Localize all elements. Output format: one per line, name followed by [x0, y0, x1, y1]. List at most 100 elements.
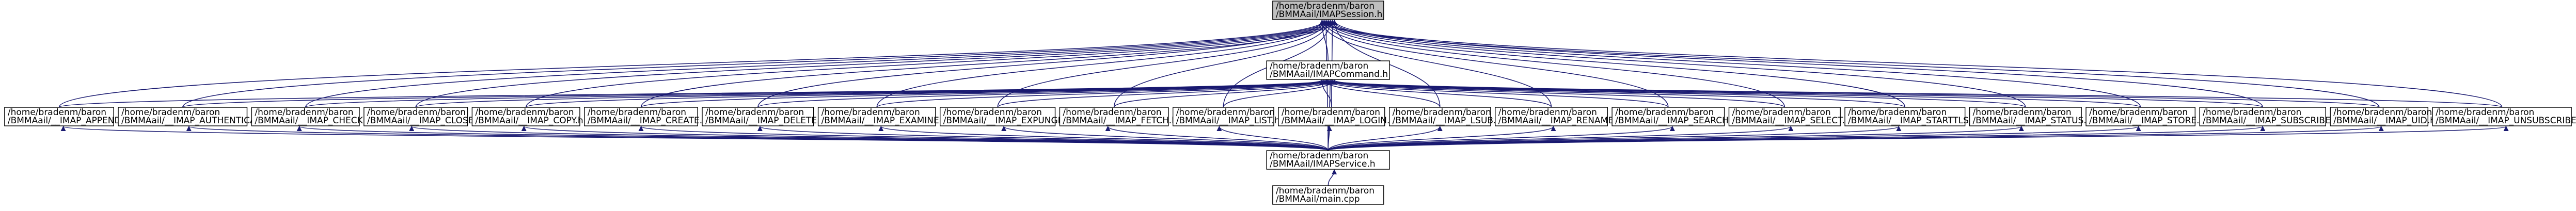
node-main[interactable]: /home/bradenm/baron/BMMAail/main.cpp [1272, 185, 1384, 205]
edge-service-to-list [1216, 126, 1329, 151]
node-unsubscribe-box [2432, 107, 2572, 126]
edge-service-to-create [639, 126, 1329, 151]
node-fetch[interactable]: /home/bradenm/baron/BMMAail/__IMAP_FETCH… [1059, 107, 1177, 126]
node-close[interactable]: /home/bradenm/baron/BMMAail/__IMAP_CLOSE… [364, 107, 482, 126]
edge-main-to-service [1327, 169, 1337, 186]
edge-service-to-search [1327, 126, 1675, 151]
edge-close-to-session [415, 20, 1333, 108]
edge-service-to-lsub [1327, 126, 1443, 151]
edge-service-to-store [1327, 126, 2141, 151]
node-store-label-line-1: /home/bradenm/baron [2089, 107, 2188, 118]
edge-service-to-copy [521, 126, 1329, 151]
node-search-box [1611, 107, 1725, 126]
node-lsub-label-line-2: /BMMAail/__IMAP_LSUB.h [1393, 116, 1502, 126]
node-search[interactable]: /home/bradenm/baron/BMMAail/__IMAP_SEARC… [1611, 107, 1737, 126]
edge-service-to-login [1326, 126, 1332, 151]
node-unsubscribe-label-line-1: /home/bradenm/baron [2436, 107, 2534, 118]
edge-select-to-command [1327, 79, 1785, 108]
node-unsubscribe[interactable]: /home/bradenm/baron/BMMAail/__IMAP_UNSUB… [2432, 107, 2576, 126]
node-delete-label-line-1: /home/bradenm/baron [705, 107, 804, 118]
node-session[interactable]: /home/bradenm/baron/BMMAail/IMAPSession.… [1272, 1, 1384, 20]
node-copy-label-line-2: /BMMAail/__IMAP_COPY.h [475, 116, 583, 126]
node-status[interactable]: /home/bradenm/baron/BMMAail/__IMAP_STATU… [1969, 107, 2092, 126]
edge-copy-to-session [525, 20, 1335, 108]
node-close-box [364, 107, 468, 126]
node-lsub[interactable]: /home/bradenm/baron/BMMAail/__IMAP_LSUB.… [1388, 107, 1502, 126]
node-search-label-line-1: /home/bradenm/baron [1615, 107, 1714, 118]
node-create-label-line-1: /home/bradenm/baron [588, 107, 686, 118]
node-copy[interactable]: /home/bradenm/baron/BMMAail/__IMAP_COPY.… [471, 107, 583, 126]
node-command-label-line-2: /BMMAail/IMAPCommand.h [1270, 69, 1388, 79]
node-status-label-line-1: /home/bradenm/baron [1973, 107, 2072, 118]
node-command-box [1266, 60, 1390, 80]
edge-service-to-starttls [1327, 126, 1901, 151]
node-starttls[interactable]: /home/bradenm/baron/BMMAail/__IMAP_START… [1844, 107, 1977, 126]
node-delete[interactable]: /home/bradenm/baron/BMMAail/__IMAP_DELET… [702, 107, 825, 126]
node-session-box [1272, 1, 1384, 20]
node-authenticate-box [118, 107, 248, 126]
node-close-label-line-1: /home/bradenm/baron [367, 107, 466, 118]
edge-service-to-subscribe [1327, 126, 2265, 151]
node-rename-box [1495, 107, 1608, 126]
node-append-box [4, 107, 114, 126]
node-starttls-label-line-2: /BMMAail/__IMAP_STARTTLS.h [1848, 116, 1977, 126]
node-uid-label-line-2: /BMMAail/__IMAP_UID.h [2333, 116, 2436, 126]
node-store[interactable]: /home/bradenm/baron/BMMAail/__IMAP_STORE… [2085, 107, 2205, 126]
node-examine[interactable]: /home/bradenm/baron/BMMAail/__IMAP_EXAMI… [817, 107, 947, 126]
edge-starttls-to-session [1325, 20, 1906, 108]
node-starttls-box [1844, 107, 1966, 126]
node-subscribe-label-line-1: /home/bradenm/baron [2203, 107, 2301, 118]
node-uid-label-line-1: /home/bradenm/baron [2333, 107, 2432, 118]
node-examine-label-line-1: /home/bradenm/baron [821, 107, 920, 118]
edge-service-to-delete [757, 126, 1329, 151]
node-main-box [1272, 185, 1384, 205]
node-login-label-line-1: /home/bradenm/baron [1282, 107, 1380, 118]
edge-expunge-to-command [997, 79, 1333, 108]
node-select-box [1728, 107, 1841, 126]
node-check-label-line-2: /BMMAail/__IMAP_CHECK.h [255, 116, 371, 126]
node-status-box [1969, 107, 2082, 126]
node-create-box [584, 107, 698, 126]
edge-service-to-rename [1327, 126, 1556, 151]
node-append-label-line-1: /home/bradenm/baron [8, 107, 106, 118]
edge-store-to-command [1319, 79, 2141, 108]
node-service-box [1266, 150, 1390, 170]
node-rename-label-line-2: /BMMAail/__IMAP_RENAME.h [1498, 116, 1622, 126]
node-check[interactable]: /home/bradenm/baron/BMMAail/__IMAP_CHECK… [251, 107, 371, 126]
node-create-label-line-2: /BMMAail/__IMAP_CREATE.h [588, 116, 708, 126]
edge-delete-to-command [757, 79, 1329, 108]
node-select-label-line-1: /home/bradenm/baron [1732, 107, 1830, 118]
node-subscribe-label-line-2: /BMMAail/__IMAP_SUBSCRIBE.h [2203, 116, 2339, 126]
node-select[interactable]: /home/bradenm/baron/BMMAail/__IMAP_SELEC… [1728, 107, 1851, 126]
node-login[interactable]: /home/bradenm/baron/BMMAail/__IMAP_LOGIN… [1278, 107, 1395, 126]
node-command[interactable]: /home/bradenm/baron/BMMAail/IMAPCommand.… [1266, 60, 1390, 80]
node-subscribe[interactable]: /home/bradenm/baron/BMMAail/__IMAP_SUBSC… [2199, 107, 2339, 126]
edge-authenticate-to-session [182, 20, 1329, 108]
node-delete-label-line-2: /BMMAail/__IMAP_DELETE.h [705, 116, 825, 126]
edge-service-to-examine [878, 126, 1329, 151]
node-list[interactable]: /home/bradenm/baron/BMMAail/__IMAP_LIST.… [1172, 107, 1280, 126]
node-uid[interactable]: /home/bradenm/baron/BMMAail/__IMAP_UID.h [2330, 107, 2436, 126]
node-authenticate[interactable]: /home/bradenm/baron/BMMAail/__IMAP_AUTHE… [118, 107, 275, 126]
node-rename[interactable]: /home/bradenm/baron/BMMAail/__IMAP_RENAM… [1495, 107, 1622, 126]
edge-service-to-status [1327, 126, 2024, 151]
node-main-label-line-2: /BMMAail/main.cpp [1276, 194, 1360, 204]
edge-unsubscribe-to-command [1325, 79, 2503, 108]
node-lsub-label-line-1: /home/bradenm/baron [1393, 107, 1491, 118]
node-examine-box [817, 107, 936, 126]
node-create[interactable]: /home/bradenm/baron/BMMAail/__IMAP_CREAT… [584, 107, 708, 126]
node-append[interactable]: /home/bradenm/baron/BMMAail/__IMAP_APPEN… [4, 107, 130, 126]
node-session-label-line-1: /home/bradenm/baron [1276, 1, 1374, 11]
node-subscribe-box [2199, 107, 2327, 126]
edge-search-to-command [1325, 79, 1669, 108]
node-delete-box [702, 107, 814, 126]
edge-create-to-session [640, 20, 1337, 108]
node-expunge[interactable]: /home/bradenm/baron/BMMAail/__IMAP_EXPUN… [940, 107, 1072, 126]
node-store-label-line-2: /BMMAail/__IMAP_STORE.h [2089, 116, 2205, 126]
node-expunge-label-line-2: /BMMAail/__IMAP_EXPUNGE.h [943, 116, 1072, 126]
nodes-layer: /home/bradenm/baron/BMMAail/IMAPSession.… [4, 1, 2576, 205]
node-service[interactable]: /home/bradenm/baron/BMMAail/IMAPService.… [1266, 150, 1390, 170]
edge-create-to-command [640, 79, 1326, 108]
node-copy-box [471, 107, 580, 126]
node-login-label-line-2: /BMMAail/__IMAP_LOGIN.h [1282, 116, 1395, 126]
